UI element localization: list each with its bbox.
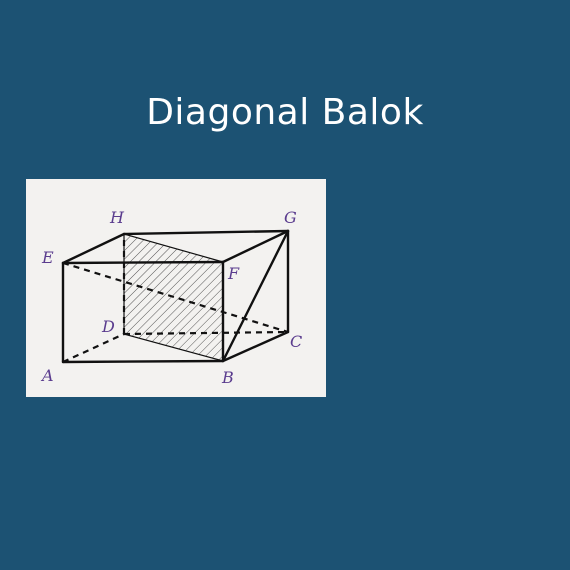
edge-AD: [62, 333, 125, 363]
vertex-label-A: A: [40, 366, 54, 385]
vertex-label-G: G: [284, 208, 297, 227]
vertex-label-E: E: [41, 248, 54, 267]
edge-EH: [61, 232, 126, 265]
cuboid-diagram: H G E F D C A B: [40, 208, 302, 387]
cuboid-figure: H G E F D C A B: [26, 179, 326, 397]
vertex-label-C: C: [290, 332, 302, 351]
edge-FG: [221, 229, 290, 264]
edge-EF: [61, 260, 225, 265]
vertex-label-H: H: [109, 208, 125, 227]
edge-AB: [61, 359, 225, 364]
vertex-label-D: D: [101, 317, 115, 336]
vertex-label-B: B: [221, 368, 234, 387]
diagonal-BG: [221, 229, 290, 363]
slide-title: Diagonal Balok: [146, 92, 424, 133]
vertex-label-F: F: [227, 264, 240, 283]
edge-BC: [221, 330, 290, 363]
edge-DC: [123, 330, 289, 336]
edge-HG: [122, 229, 290, 236]
